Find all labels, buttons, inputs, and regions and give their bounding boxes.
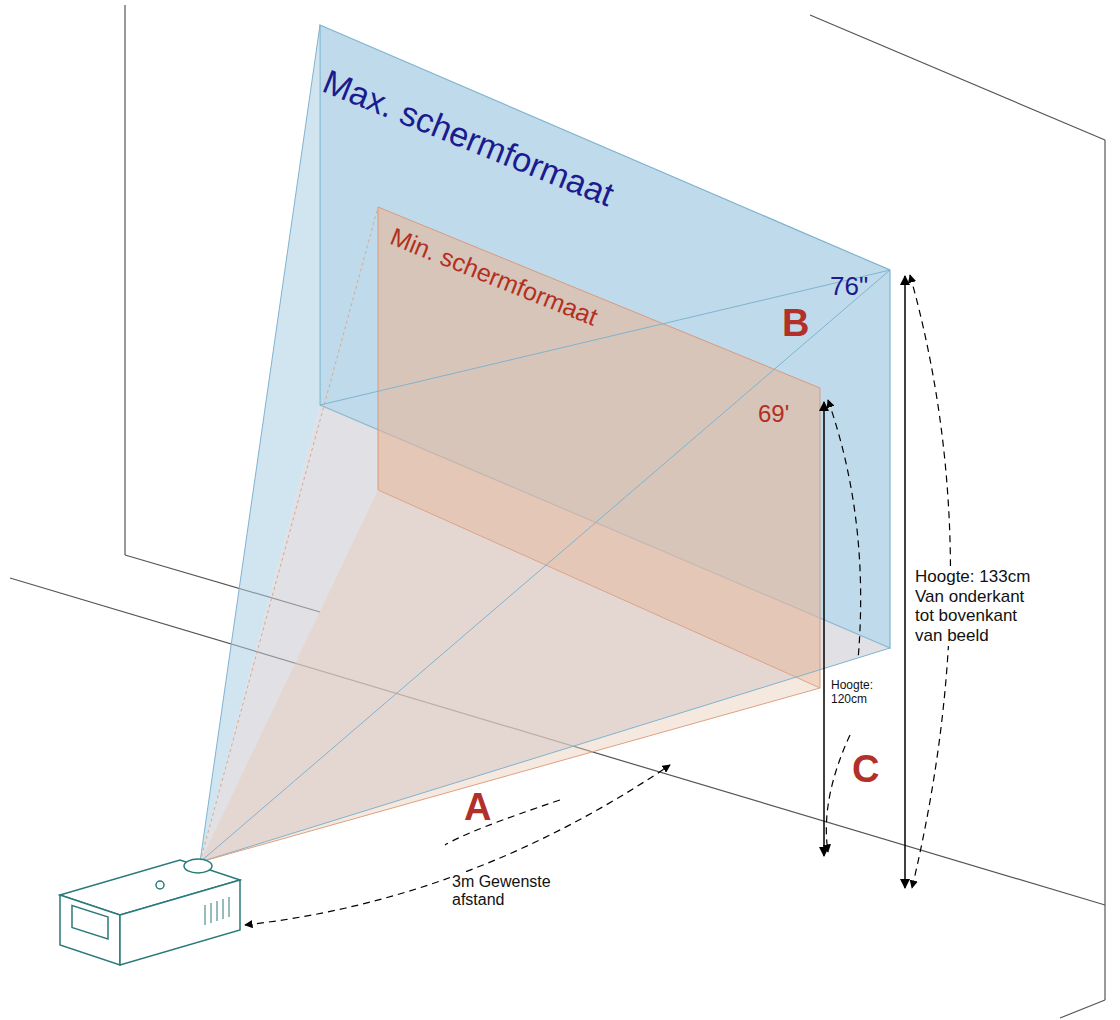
size-label: 69': [758, 400, 789, 428]
callout-letter: A: [464, 786, 491, 830]
height-label: Hoogte: 120cm: [829, 678, 885, 708]
diagonal-line: [320, 270, 890, 405]
cone-lines: [200, 25, 890, 862]
distance-label: 3m Gewenste afstand: [450, 872, 594, 911]
height-arrow: [823, 402, 825, 856]
callout-letter: C: [852, 748, 879, 792]
dashed-leader: [245, 275, 951, 925]
projector: [60, 859, 240, 965]
callout-letter: B: [782, 302, 809, 346]
projection-cone: [200, 490, 820, 862]
size-label: 76": [830, 272, 868, 302]
height-arrow: [904, 276, 906, 888]
room-lines: [10, 5, 1105, 1018]
height-label: Hoogte: 133cm Van onderkant tot bovenkan…: [913, 566, 1049, 646]
